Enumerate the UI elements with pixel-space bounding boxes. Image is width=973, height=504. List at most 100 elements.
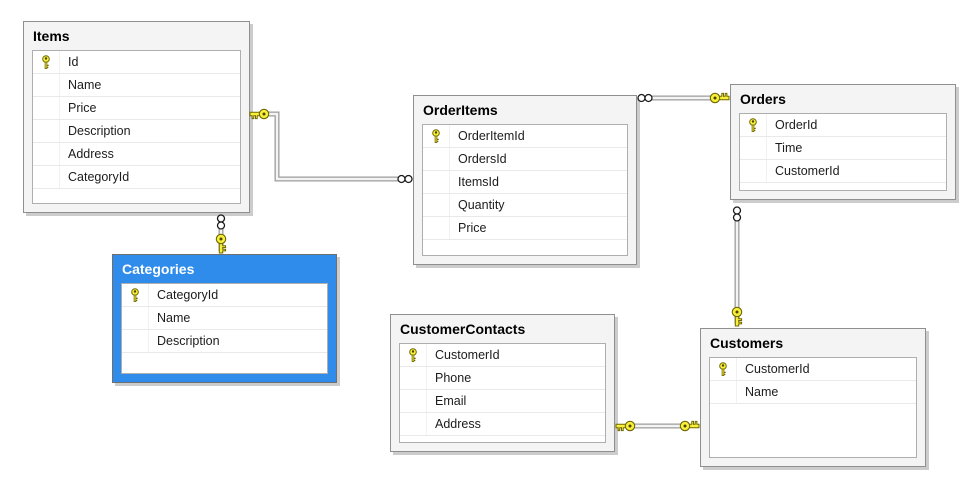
column-name: Email (435, 394, 467, 408)
column-row-orderitems-orderitemid[interactable]: OrderItemId (423, 125, 627, 148)
infinity-icon (397, 174, 413, 184)
key-cell-empty (710, 381, 737, 403)
column-row-customercontacts-phone[interactable]: Phone (400, 367, 605, 390)
column-row-customers-name[interactable]: Name (710, 381, 916, 404)
infinity-icon (216, 214, 226, 230)
column-row-items-categoryid[interactable]: CategoryId (33, 166, 240, 189)
table-title-orderitems: OrderItems (423, 102, 498, 118)
key-icon (615, 420, 636, 432)
relationship-orderitems-items[interactable] (249, 108, 413, 184)
relationship-orders-customers[interactable] (731, 206, 743, 327)
table-title-customers: Customers (710, 335, 784, 351)
column-row-categories-name[interactable]: Name (122, 307, 327, 330)
key-icon (731, 306, 743, 327)
primary-key-icon (400, 344, 427, 366)
column-name: OrdersId (458, 152, 507, 166)
column-row-orders-customerid[interactable]: CustomerId (740, 160, 946, 183)
column-name: Description (68, 124, 131, 138)
column-name: Name (68, 78, 102, 92)
key-cell-empty (423, 148, 450, 170)
key-cell-empty (122, 330, 149, 352)
key-cell-empty (122, 307, 149, 329)
table-title-categories: Categories (122, 261, 195, 277)
key-cell-empty (33, 143, 60, 165)
column-row-customercontacts-customerid[interactable]: CustomerId (400, 344, 605, 367)
key-cell-empty (740, 137, 767, 159)
column-row-orderitems-itemsid[interactable]: ItemsId (423, 171, 627, 194)
column-name: Name (745, 385, 779, 399)
column-row-items-description[interactable]: Description (33, 120, 240, 143)
key-icon (249, 108, 270, 120)
key-cell-empty (400, 390, 427, 412)
column-name: CategoryId (68, 170, 130, 184)
column-name: Id (68, 55, 79, 69)
column-name: Quantity (458, 198, 505, 212)
infinity-icon (732, 206, 742, 222)
column-name: Description (157, 334, 220, 348)
column-row-items-id[interactable]: Id (33, 51, 240, 74)
column-name: Address (435, 417, 481, 431)
relationship-customercontacts-customers[interactable] (615, 420, 700, 432)
column-row-items-name[interactable]: Name (33, 74, 240, 97)
key-cell-empty (33, 166, 60, 188)
key-cell-empty (740, 160, 767, 182)
column-name: CustomerId (745, 362, 810, 376)
key-cell-empty (423, 171, 450, 193)
key-cell-empty (400, 413, 427, 435)
column-row-categories-categoryid[interactable]: CategoryId (122, 284, 327, 307)
key-cell-empty (400, 367, 427, 389)
column-row-orders-time[interactable]: Time (740, 137, 946, 160)
column-name: Phone (435, 371, 472, 385)
column-row-categories-description[interactable]: Description (122, 330, 327, 353)
column-name: Price (68, 101, 97, 115)
column-name: OrderItemId (458, 129, 525, 143)
column-row-customercontacts-address[interactable]: Address (400, 413, 605, 436)
column-row-orderitems-price[interactable]: Price (423, 217, 627, 240)
column-name: ItemsId (458, 175, 499, 189)
table-title-customercontacts: CustomerContacts (400, 321, 526, 337)
column-name: OrderId (775, 118, 818, 132)
column-row-orderitems-ordersid[interactable]: OrdersId (423, 148, 627, 171)
column-row-items-price[interactable]: Price (33, 97, 240, 120)
primary-key-icon (710, 358, 737, 380)
column-row-customercontacts-email[interactable]: Email (400, 390, 605, 413)
primary-key-icon (33, 51, 60, 73)
column-name: Name (157, 311, 191, 325)
key-cell-empty (423, 217, 450, 239)
key-icon (679, 420, 700, 432)
column-name: Time (775, 141, 803, 155)
table-title-items: Items (33, 28, 70, 44)
column-row-orderitems-quantity[interactable]: Quantity (423, 194, 627, 217)
key-icon (215, 233, 227, 254)
column-row-orders-orderid[interactable]: OrderId (740, 114, 946, 137)
primary-key-icon (423, 125, 450, 147)
infinity-icon (637, 93, 653, 103)
column-name: Price (458, 221, 487, 235)
key-cell-empty (33, 74, 60, 96)
primary-key-icon (122, 284, 149, 306)
column-row-items-address[interactable]: Address (33, 143, 240, 166)
column-name: CategoryId (157, 288, 219, 302)
column-name: CustomerId (775, 164, 840, 178)
column-name: CustomerId (435, 348, 500, 362)
key-cell-empty (33, 97, 60, 119)
column-row-customers-customerid[interactable]: CustomerId (710, 358, 916, 381)
column-name: Address (68, 147, 114, 161)
key-icon (709, 92, 730, 104)
relationship-items-categories[interactable] (215, 214, 227, 254)
relationship-orderitems-orders[interactable] (637, 92, 730, 104)
key-cell-empty (423, 194, 450, 216)
